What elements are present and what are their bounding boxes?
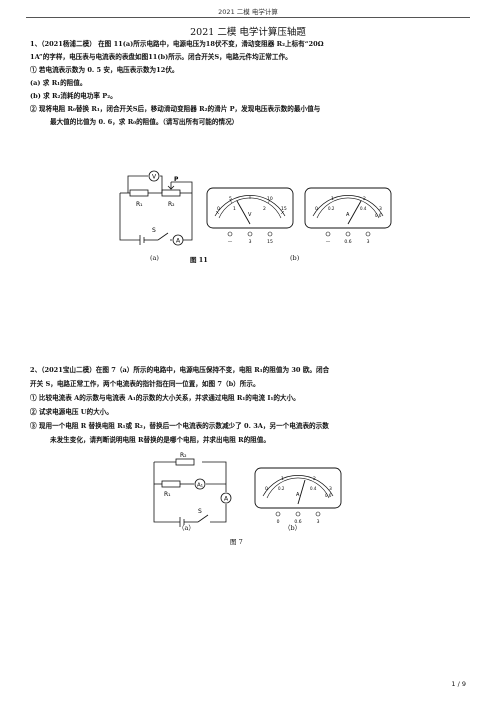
ammeter2-scale-top-1: 1 bbox=[281, 476, 284, 482]
ammeter-a-symbol: A bbox=[224, 496, 229, 503]
ammeter-dial-q2: 0 1 2 3 0.2 0.4 0.6 A 0 0.6 3 bbox=[254, 467, 342, 525]
q1-line2: 1A”的字样，电压表与电流表的表盘如图11(b)所示。闭合开关S，电路元件均正常… bbox=[30, 53, 292, 61]
q1-line4: (a) 求 R₁的阻值。 bbox=[30, 79, 87, 87]
q2-fig-title: 图 7 bbox=[230, 538, 243, 546]
q1-circuit-diagram: V A R₁ R₂ P S bbox=[119, 170, 193, 246]
voltmeter-symbol-label: V bbox=[152, 174, 157, 181]
r2-label: R₂ bbox=[168, 201, 175, 208]
voltmeter-terminal-neg: — bbox=[228, 240, 233, 245]
voltmeter-scale-bot-2: 2 bbox=[263, 206, 266, 212]
q2-line2: 开关 S，电路正常工作，两个电流表的指针指在同一位置，如图 7（b）所示。 bbox=[30, 380, 260, 388]
voltmeter-scale-top-5: 5 bbox=[229, 196, 232, 202]
q2-r1-label: R₁ bbox=[164, 491, 171, 498]
ammeter-dial-q1: 0 1 2 3 0.2 0.4 0.6 A — 0.6 3 bbox=[304, 187, 392, 245]
r1-label: R₁ bbox=[136, 201, 143, 208]
ammeter2-scale-top-2: 2 bbox=[313, 476, 316, 482]
q2-line4: ② 试求电源电压 U的大小。 bbox=[30, 408, 113, 416]
q1-fig-b-caption: (b) bbox=[290, 254, 300, 262]
voltmeter-unit: V bbox=[248, 212, 252, 218]
q2-line3: ① 比较电流表 A的示数与电流表 A₁的示数的大小关系，并求通过电阻 R₁的电流… bbox=[30, 394, 300, 402]
ammeter2-terminal-3: 3 bbox=[317, 519, 320, 525]
voltmeter-scale-top-0: 0 bbox=[217, 206, 220, 212]
ammeter1-terminal-06: 0.6 bbox=[344, 239, 351, 245]
q2-r2-label: R₂ bbox=[180, 452, 187, 459]
page-header: 2021 二模 电学计算 bbox=[218, 8, 278, 16]
voltmeter-scale-bot-1: 1 bbox=[233, 206, 236, 212]
ammeter2-scale-top-3: 3 bbox=[329, 486, 332, 492]
ammeter1-scale-top-1: 1 bbox=[331, 196, 334, 202]
q2-circuit-diagram: A A₁ R₂ R₁ S bbox=[153, 452, 232, 527]
ammeter1-terminal-3: 3 bbox=[367, 239, 370, 245]
q1-line3: ① 若电流表示数为 0. 5 安，电压表示数为12伏。 bbox=[30, 66, 179, 74]
voltmeter-terminal-15: 15 bbox=[267, 239, 273, 245]
ammeter-a1-symbol: A₁ bbox=[197, 483, 203, 489]
q1-line1: 1、（2021杨浦二模） 在图 11(a)所示电路中，电源电压为18伏不变，滑动… bbox=[30, 40, 324, 48]
ammeter1-scale-top-2: 2 bbox=[363, 196, 366, 202]
voltmeter-terminal-3: 3 bbox=[249, 239, 252, 245]
document-title: 2021 二模 电学计算压轴题 bbox=[190, 27, 306, 38]
ammeter1-scale-top-3: 3 bbox=[379, 206, 382, 212]
q2-line5: ③ 现用一个电阻 R 替换电阻 R₁或 R₂，替换后一个电流表的示数减少了 0.… bbox=[30, 422, 329, 430]
ammeter2-terminal-0: 0 bbox=[277, 519, 280, 525]
voltmeter-scale-top-15: 15 bbox=[281, 206, 287, 212]
q2-switch-label: S bbox=[198, 508, 202, 515]
slider-p-label: P bbox=[174, 176, 179, 183]
header-rule bbox=[26, 17, 470, 18]
voltmeter-scale-top-10: 10 bbox=[267, 196, 273, 202]
q2-fig-a-caption: （a） bbox=[178, 524, 195, 532]
ammeter2-scale-bot-04: 0.4 bbox=[310, 486, 317, 491]
voltmeter-dial: 5 10 0 15 1 2 V — 3 15 bbox=[206, 187, 294, 245]
ammeter2-unit: A bbox=[296, 492, 300, 498]
ammeter-symbol-label: A bbox=[176, 238, 181, 245]
ammeter2-scale-bot-06: 0.6 bbox=[325, 493, 332, 498]
ammeter1-scale-bot-04: 0.4 bbox=[360, 206, 367, 211]
ammeter2-terminal-06: 0.6 bbox=[294, 519, 301, 525]
q1-line6: ② 现将电阻 R₀替换 R₁，闭合开关S后，移动滑动变阻器 R₂的滑片 P，发现… bbox=[30, 105, 321, 113]
ammeter2-scale-bot-02: 0.2 bbox=[278, 486, 285, 491]
q1-line7: 最大值的比值为 0. 6，求 R₀的阻值。（请写出所有可能的情况） bbox=[50, 118, 239, 126]
q2-fig-b-caption: （b） bbox=[284, 524, 302, 532]
switch-s-label: S bbox=[152, 227, 156, 234]
ammeter1-unit: A bbox=[346, 212, 350, 218]
ammeter1-scale-bot-02: 0.2 bbox=[328, 206, 335, 211]
page-number: 1 / 9 bbox=[451, 680, 466, 688]
ammeter1-scale-bot-06: 0.6 bbox=[375, 213, 382, 218]
q2-line1: 2、（2021宝山二模）在图 7（a）所示的电路中，电源电压保持不变，电阻 R₁… bbox=[30, 366, 330, 374]
q1-fig-a-caption: (a) bbox=[150, 254, 159, 262]
ammeter1-scale-top-0: 0 bbox=[315, 206, 318, 212]
q1-line5: (b) 求 R₂消耗的电功率 P₂。 bbox=[30, 92, 117, 100]
ammeter2-scale-top-0: 0 bbox=[265, 486, 268, 492]
q1-fig-title: 图 11 bbox=[190, 256, 208, 264]
q2-line6: 未发生变化，请判断说明电阻 R替换的是哪个电阻，并求出电阻 R的阻值。 bbox=[50, 436, 270, 444]
ammeter1-terminal-neg: — bbox=[326, 240, 331, 245]
